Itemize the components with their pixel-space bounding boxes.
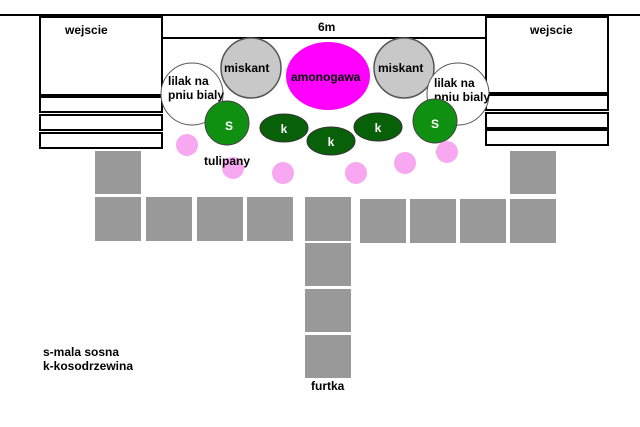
paving-slab (303, 195, 353, 243)
pine-left (204, 100, 250, 146)
lilac-left-label-2: pniu bialy (168, 88, 224, 102)
amonogawa-label: amonogawa (291, 70, 361, 84)
miscanthus-left (220, 37, 282, 99)
paving-slab (458, 197, 508, 245)
paving-slab (245, 195, 295, 243)
tulip (345, 162, 367, 184)
kosodrzewina-3 (353, 112, 403, 142)
legend-line-2: k-kosodrzewina (43, 359, 133, 373)
width-label: 6m (318, 20, 335, 34)
paving (93, 149, 558, 380)
paving-slab (195, 195, 245, 243)
tulip (222, 157, 244, 179)
lilac-left-label-1: lilak na (168, 74, 209, 88)
paving-slab (303, 241, 353, 288)
paving-slab (303, 333, 353, 380)
miscanthus-right (373, 37, 435, 99)
tulip (272, 162, 294, 184)
pine-right-label: S (431, 117, 439, 131)
kosodrzewina-2 (306, 126, 356, 156)
tulips (176, 134, 458, 184)
lilac-left (160, 62, 224, 126)
tulip (394, 152, 416, 174)
tulip (176, 134, 198, 156)
pine-left-label: S (225, 119, 233, 133)
miscanthus-left-label: miskant (224, 61, 269, 75)
kosodrzewina-1 (259, 113, 309, 143)
entrance-right: wejscie (485, 16, 609, 146)
legend: s-mala sosna k-kosodrzewina (43, 345, 133, 373)
paving-slab (303, 287, 353, 334)
lilac-right-label-1: lilak na (434, 76, 475, 90)
entrance-left: wejscie (39, 16, 163, 149)
amonogawa-shape (286, 42, 370, 110)
entrance-left-label: wejscie (64, 23, 108, 37)
kosodrzewina-2-label: k (328, 135, 335, 149)
pine-right (412, 98, 458, 144)
paving-slab (408, 197, 458, 245)
paving-slab (93, 149, 143, 196)
tulips-label: tulipany (204, 154, 250, 168)
paving-slab (144, 195, 194, 243)
legend-line-1: s-mala sosna (43, 345, 119, 359)
gate-label: furtka (311, 379, 345, 393)
paving-slab (358, 197, 408, 245)
kosodrzewina-3-label: k (375, 121, 382, 135)
kosodrzewina-1-label: k (281, 122, 288, 136)
tulip (436, 141, 458, 163)
paving-slab (508, 197, 558, 245)
lilac-right-label-2: pniu bialy (434, 90, 490, 104)
paving-slab (508, 149, 558, 196)
paving-slab (93, 195, 143, 243)
entrance-right-label: wejscie (529, 23, 573, 37)
miscanthus-right-label: miskant (378, 61, 423, 75)
